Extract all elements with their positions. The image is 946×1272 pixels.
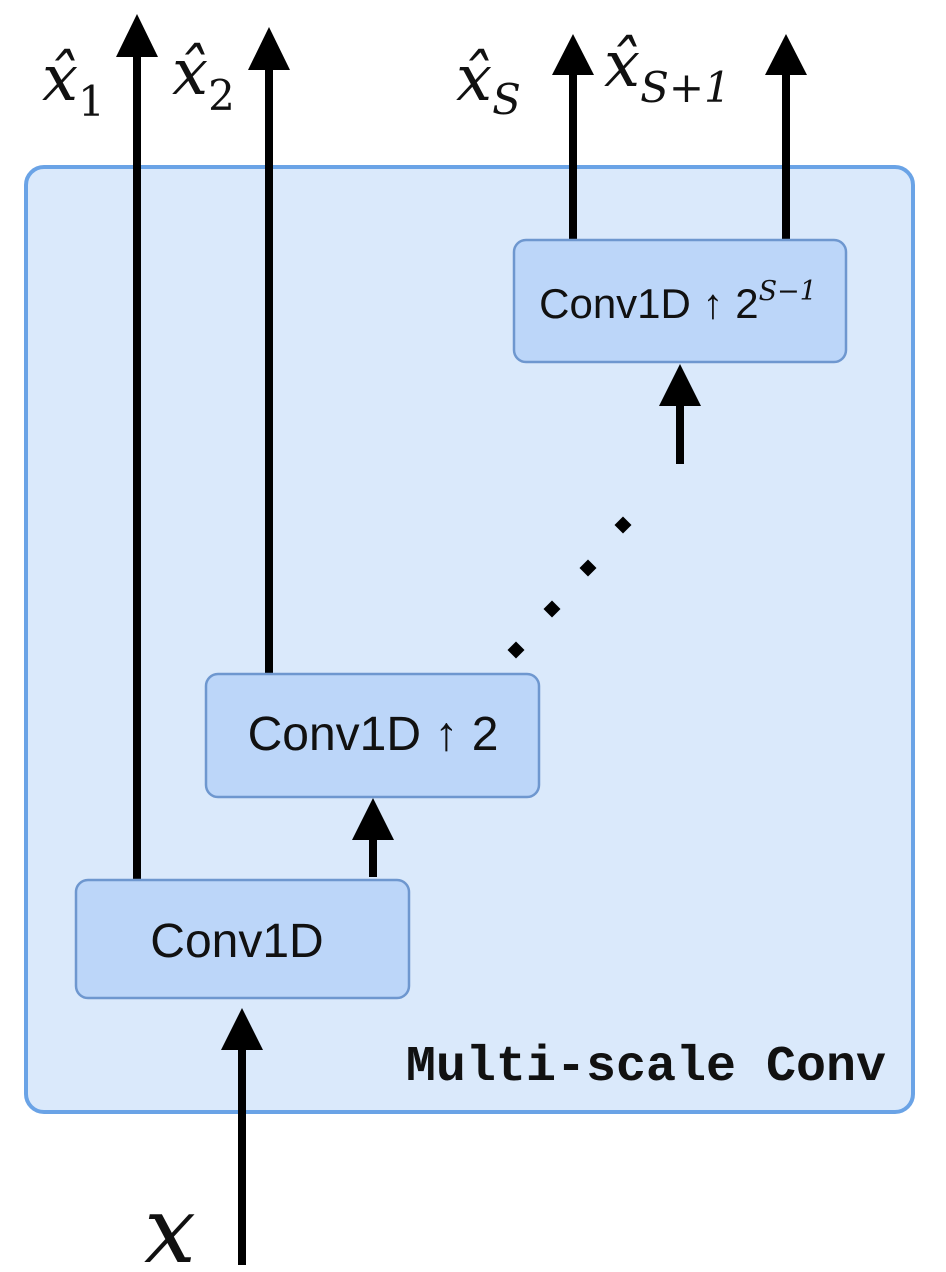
- block-conv1d-up2-label: Conv1D ↑ 2: [248, 708, 499, 761]
- arrow-conv1d-to-conv1d-up2: [352, 798, 394, 877]
- output-label-s: x̂S: [456, 42, 521, 124]
- block-conv1d-up2: Conv1D ↑ 2: [204, 672, 541, 799]
- arrow-into-conv1d-up2s: [659, 364, 701, 464]
- block-conv1d: Conv1D: [74, 878, 411, 1000]
- block-conv1d-up2s-superscript: S−1: [759, 276, 817, 307]
- output-arrow-2: [248, 27, 290, 673]
- block-conv1d-up2s: Conv1D ↑ 2S−1: [512, 238, 848, 364]
- multi-scale-conv-label: Multi-scale Conv: [406, 1039, 886, 1096]
- output-arrow-s-plus-1: [765, 34, 807, 239]
- input-arrow: [221, 1008, 263, 1265]
- input-label-x: x: [144, 1177, 196, 1272]
- output-label-s-plus-1: x̂S+1: [604, 28, 731, 112]
- output-arrow-s: [552, 34, 594, 239]
- ellipsis-dots: [507, 516, 632, 659]
- block-conv1d-up2s-label: Conv1D ↑ 2S−1: [539, 276, 817, 327]
- output-label-1: x̂1: [42, 42, 105, 126]
- output-label-2: x̂2: [172, 36, 235, 120]
- output-arrow-1: [116, 14, 158, 882]
- block-conv1d-label: Conv1D: [150, 915, 323, 968]
